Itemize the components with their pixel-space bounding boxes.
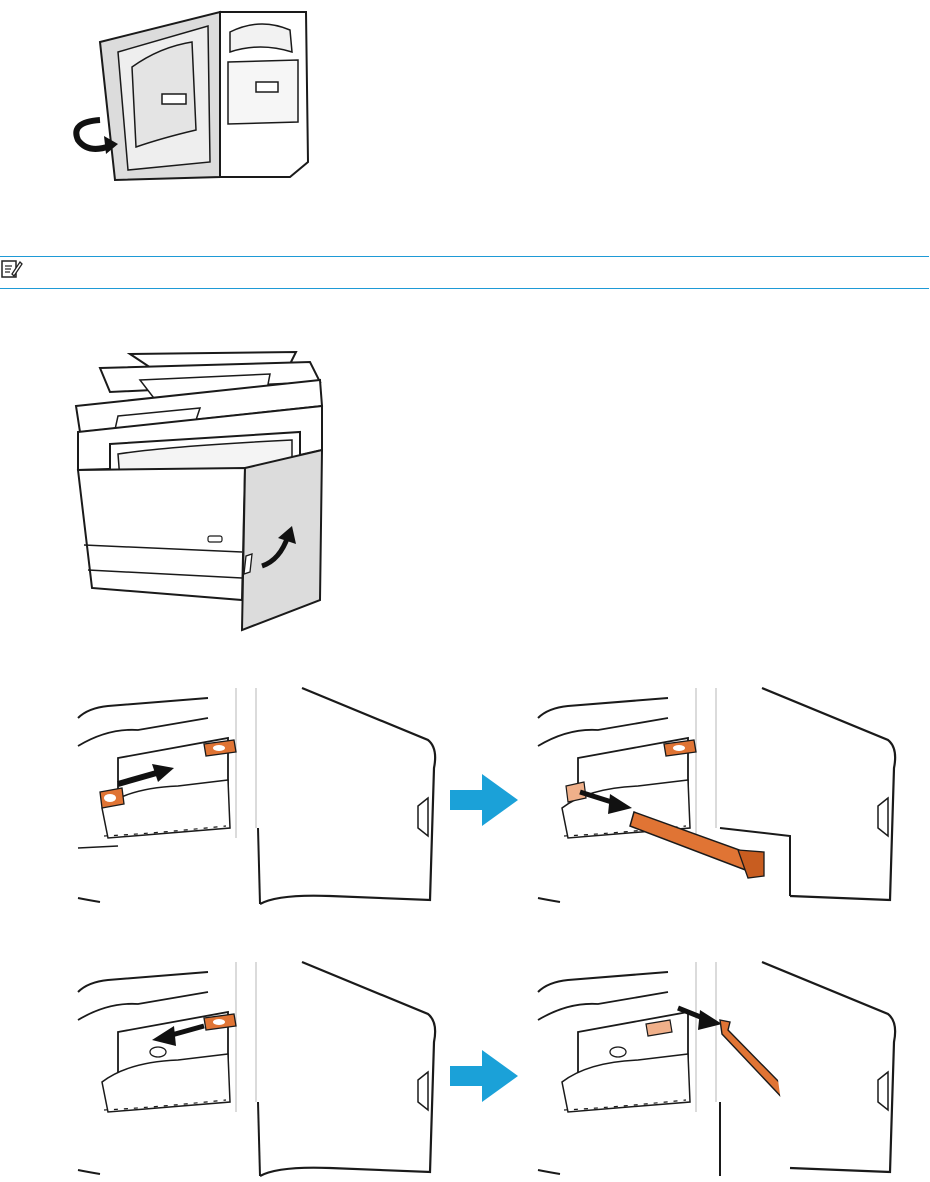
note-bottom-rule (0, 288, 929, 289)
figure-printer-right-door (70, 340, 330, 632)
step-right-panel (538, 688, 895, 902)
step-blue-arrow-2 (450, 1050, 518, 1102)
note-pencil-icon (1, 259, 23, 279)
step-left-panel (78, 688, 435, 904)
step-left-panel-2 (78, 962, 435, 1176)
step-blue-arrow (450, 774, 518, 826)
note-top-rule (0, 256, 929, 257)
figure-slide-tab-remove-hook (78, 962, 898, 1180)
figure-slide-latch-remove-lever (78, 688, 898, 910)
step-right-panel-2 (538, 962, 895, 1176)
figure-left-door-open (70, 12, 320, 184)
